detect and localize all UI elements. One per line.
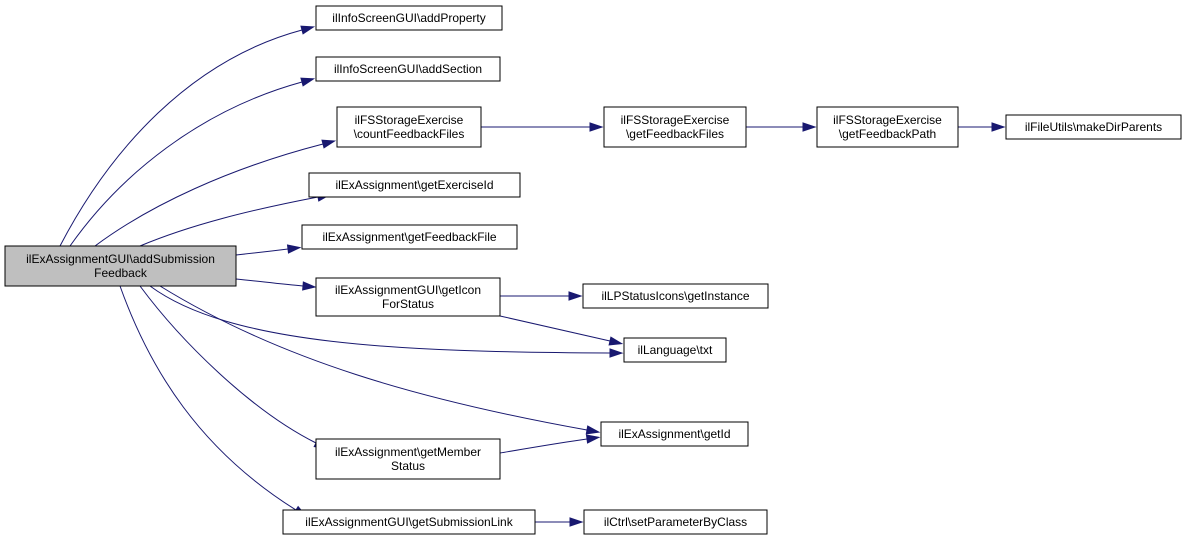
node-label: Status (391, 459, 425, 473)
arrowhead (302, 281, 317, 291)
edge-root-to-addProperty (59, 25, 316, 247)
node-countFeedbackFiles[interactable]: ilFSStorageExercise\countFeedbackFiles (336, 106, 482, 148)
arrowhead (608, 336, 624, 346)
node-label: ilFSStorageExercise (355, 113, 464, 127)
node-getFeedbackFile[interactable]: ilExAssignment\getFeedbackFile (301, 224, 518, 250)
edge-line (59, 29, 303, 247)
nodes-layer: ilExAssignmentGUI\addSubmissionFeedbacki… (4, 5, 1182, 535)
arrowhead (609, 348, 624, 358)
edge-countFeedbackFiles-to-getFeedbackFiles (481, 122, 604, 132)
edge-root-to-getMemberStatus (139, 285, 329, 450)
edge-root-to-getIconForStatus (235, 278, 317, 291)
arrowhead (802, 122, 817, 132)
node-box[interactable] (1005, 114, 1182, 140)
node-getFeedbackPath[interactable]: ilFSStorageExercise\getFeedbackPath (816, 106, 959, 148)
arrowhead (585, 425, 601, 435)
node-addProperty[interactable]: ilInfoScreenGUI\addProperty (315, 5, 503, 31)
edge-line (149, 285, 611, 354)
node-label: \getFeedbackFiles (626, 127, 724, 141)
node-box[interactable] (603, 106, 747, 148)
edge-line (499, 315, 611, 342)
node-label: ilExAssignment\getId (618, 427, 730, 441)
node-label: ilFileUtils\makeDirParents (1025, 120, 1162, 134)
edge-root-to-countFeedbackFiles (94, 139, 337, 247)
arrowhead (589, 122, 604, 132)
node-box[interactable] (623, 337, 727, 363)
node-label: ilExAssignment\getFeedbackFile (322, 230, 496, 244)
node-txt[interactable]: ilLanguage\txt (623, 337, 727, 363)
node-box[interactable] (315, 56, 501, 82)
edge-getIconForStatus-to-getInstance (500, 291, 583, 301)
node-box[interactable] (4, 245, 237, 287)
edge-line (235, 248, 289, 256)
arrowhead (569, 517, 584, 527)
node-label: ilExAssignment\getExerciseId (335, 178, 493, 192)
edge-line (235, 278, 304, 287)
node-box[interactable] (308, 172, 521, 198)
edge-getSubmissionLink-to-setParameterByClass (535, 517, 584, 527)
node-box[interactable] (816, 106, 959, 148)
arrowhead (300, 25, 316, 35)
node-box[interactable] (583, 509, 768, 535)
edge-line (94, 143, 324, 247)
node-box[interactable] (600, 421, 749, 447)
edge-line (69, 81, 303, 247)
edge-getMemberStatus-to-getId (499, 434, 601, 454)
arrowhead (568, 291, 583, 301)
node-getFeedbackFiles[interactable]: ilFSStorageExercise\getFeedbackFiles (603, 106, 747, 148)
edge-root-to-getId (159, 285, 601, 435)
arrowhead (991, 122, 1006, 132)
node-label: ilExAssignmentGUI\getSubmissionLink (305, 515, 513, 529)
node-getId[interactable]: ilExAssignment\getId (600, 421, 749, 447)
node-label: ilFSStorageExercise (833, 113, 942, 127)
node-label: ForStatus (382, 297, 434, 311)
node-getExerciseId[interactable]: ilExAssignment\getExerciseId (308, 172, 521, 198)
edge-line (499, 438, 588, 454)
node-getInstance[interactable]: ilLPStatusIcons\getInstance (582, 283, 769, 309)
edge-line (119, 285, 297, 511)
node-box[interactable] (336, 106, 482, 148)
arrowhead (321, 139, 337, 149)
node-box[interactable] (582, 283, 769, 309)
arrowhead (286, 244, 302, 254)
edge-root-to-txt (149, 285, 624, 358)
node-box[interactable] (315, 5, 503, 31)
node-box[interactable] (315, 277, 501, 317)
node-box[interactable] (282, 509, 536, 535)
node-label: ilExAssignmentGUI\addSubmission (26, 252, 215, 266)
node-label: ilFSStorageExercise (621, 113, 730, 127)
node-box[interactable] (301, 224, 518, 250)
edge-root-to-addSection (69, 77, 316, 247)
node-label: ilCtrl\setParameterByClass (604, 515, 747, 529)
arrowhead (300, 77, 316, 87)
edge-root-to-getSubmissionLink (119, 285, 308, 518)
node-addSection[interactable]: ilInfoScreenGUI\addSection (315, 56, 501, 82)
arrowhead (585, 434, 601, 444)
edge-line (139, 196, 319, 247)
node-makeDirParents[interactable]: ilFileUtils\makeDirParents (1005, 114, 1182, 140)
edge-line (139, 285, 317, 444)
edge-getFeedbackPath-to-makeDirParents (958, 122, 1006, 132)
node-label: \getFeedbackPath (839, 127, 936, 141)
node-label: Feedback (94, 266, 148, 280)
node-label: \countFeedbackFiles (354, 127, 465, 141)
edge-line (159, 285, 588, 431)
edge-getFeedbackFiles-to-getFeedbackPath (746, 122, 817, 132)
node-label: ilExAssignmentGUI\getIcon (335, 283, 481, 297)
edge-root-to-getFeedbackFile (235, 244, 302, 256)
node-label: ilLanguage\txt (638, 343, 713, 357)
node-label: ilExAssignment\getMember (335, 445, 481, 459)
node-setParameterByClass[interactable]: ilCtrl\setParameterByClass (583, 509, 768, 535)
node-box[interactable] (315, 438, 501, 480)
node-label: ilInfoScreenGUI\addSection (334, 62, 482, 76)
node-label: ilLPStatusIcons\getInstance (601, 289, 749, 303)
node-getSubmissionLink[interactable]: ilExAssignmentGUI\getSubmissionLink (282, 509, 536, 535)
edge-getIconForStatus-to-txt (499, 315, 624, 346)
node-label: ilInfoScreenGUI\addProperty (332, 11, 485, 25)
